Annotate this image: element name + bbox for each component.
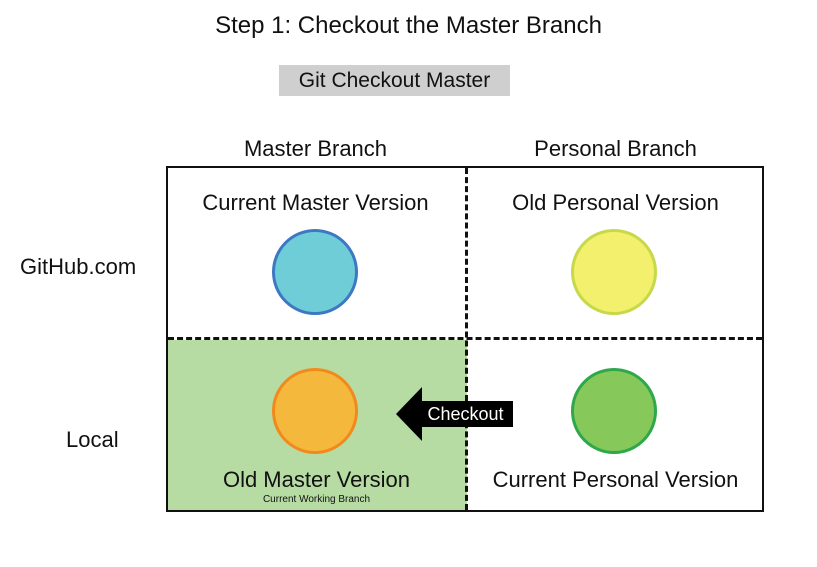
row-label-github: GitHub.com <box>20 254 137 279</box>
current-working-branch-label: Current Working Branch <box>262 494 371 505</box>
column-header-personal: Personal Branch <box>534 136 697 161</box>
branch-grid <box>166 166 764 512</box>
checkout-arrow-icon <box>396 387 513 441</box>
git-command-box: Git Checkout Master <box>279 65 510 96</box>
cell-label-old-master-version: Old Master Version <box>222 467 411 492</box>
column-header-master: Master Branch <box>243 136 388 161</box>
old-personal-version-circle <box>571 229 657 315</box>
grid-horizontal-divider <box>168 337 762 340</box>
current-personal-version-circle <box>571 368 657 454</box>
cell-label-old-personal-version: Old Personal Version <box>512 190 719 215</box>
current-master-version-circle <box>272 229 358 315</box>
cell-label-current-master-version: Current Master Version <box>202 190 429 215</box>
checkout-arrow-label: Checkout <box>427 404 504 424</box>
row-label-local: Local <box>66 427 119 452</box>
cell-label-current-personal-version: Current Personal Version <box>492 467 739 492</box>
diagram-title: Step 1: Checkout the Master Branch <box>215 12 602 39</box>
old-master-version-circle <box>272 368 358 454</box>
